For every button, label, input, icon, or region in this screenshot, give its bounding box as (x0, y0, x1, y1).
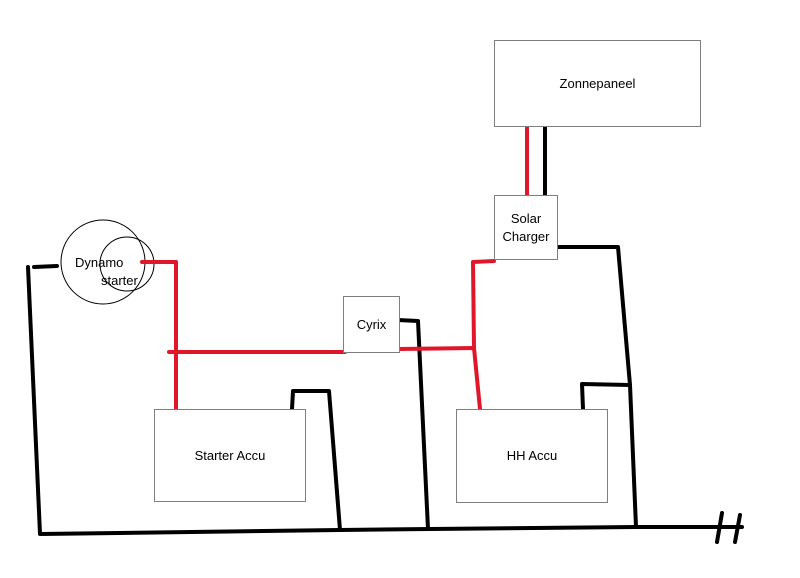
solar-charger-box: Solar Charger (494, 195, 558, 260)
hh-accu-label: HH Accu (506, 448, 558, 463)
cyrix-negative-wire (396, 318, 430, 531)
hh-accu-negative-wire (580, 382, 632, 411)
hh-accu-box: HH Accu (456, 409, 608, 503)
starter-accu-negative-wire (290, 389, 342, 532)
solar-charger-label-line1: Solar (510, 210, 542, 226)
charger-to-hh-wire (471, 259, 496, 350)
dynamo-label: Dynamo (75, 255, 124, 270)
ground-break-mark-2 (733, 513, 742, 544)
cyrix-box: Cyrix (343, 296, 400, 353)
starter-accu-box: Starter Accu (154, 409, 306, 502)
starter-label: starter (101, 273, 138, 288)
solar-panel-label: Zonnepaneel (559, 75, 636, 91)
solar-charger-negative-wire (554, 245, 638, 529)
negative-wires (26, 124, 744, 544)
cyrix-to-hh-wire (397, 346, 482, 411)
solar-charger-label-line2: Charger (502, 228, 550, 244)
solar-panel-box: Zonnepaneel (494, 40, 701, 127)
cyrix-label: Cyrix (356, 316, 387, 332)
ground-break-mark-1 (715, 511, 724, 544)
dynamo-positive-wire (140, 260, 178, 412)
dynamo-ground-stub (32, 264, 59, 269)
positive-wires (140, 124, 529, 412)
ground-bus-wire (26, 265, 744, 536)
starter-accu-label: Starter Accu (194, 447, 266, 463)
